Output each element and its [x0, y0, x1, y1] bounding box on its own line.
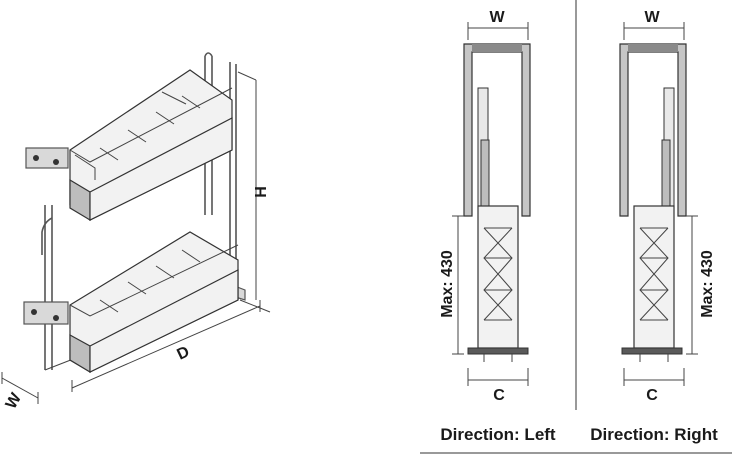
left-width-label: W [489, 9, 505, 26]
left-c-label: C [493, 387, 505, 404]
bottom-basket-side-panel [89, 269, 239, 373]
top-basket-mount-bracket [25, 147, 69, 169]
right-basket-shelves [640, 227, 668, 321]
left-max-dimension [452, 215, 464, 355]
width-label: W [3, 390, 26, 412]
right-base-plate [621, 347, 683, 355]
left-max-label: Max: 430 [439, 250, 456, 318]
bottom-mount-screw [31, 309, 37, 315]
left-basket-shelves [484, 227, 512, 321]
bottom-mount-screw [53, 315, 59, 321]
height-label: H [253, 186, 270, 198]
right-width-dimension [623, 22, 685, 40]
right-c-dimension [623, 368, 685, 386]
left-basket-wires [483, 227, 513, 321]
left-runner-inner [480, 139, 490, 211]
height-dimension-line [237, 71, 271, 313]
depth-label: D [175, 343, 193, 363]
right-c-label: C [646, 387, 658, 404]
left-c-dimension [467, 368, 529, 386]
left-cabinet-top [472, 44, 522, 52]
right-width-label: W [644, 9, 660, 26]
left-cabinet-frame [463, 43, 531, 217]
right-max-dimension [686, 215, 698, 355]
left-width-dimension [467, 22, 529, 40]
right-max-label: Max: 430 [699, 250, 716, 318]
right-basket-wires [639, 227, 669, 321]
left-direction-caption: Direction: Left [440, 425, 556, 444]
bottom-basket-rim [69, 244, 239, 317]
right-cabinet-top [628, 44, 678, 52]
right-direction-caption: Direction: Right [590, 425, 718, 444]
front-frame-rod [44, 205, 53, 370]
top-basket-dividers [99, 95, 201, 161]
bottom-basket-mount-bracket [23, 301, 69, 325]
top-basket-rim [69, 87, 233, 163]
front-view-right: W Max: 430 C Direction: Right [590, 9, 718, 444]
left-pullout-basket [477, 205, 519, 349]
width-dimension-line [1, 372, 39, 404]
top-mount-screw [53, 159, 59, 165]
top-basket-rails [74, 91, 187, 180]
depth-dimension-line [71, 300, 261, 392]
isometric-pullout-unit: H D W [1, 52, 271, 412]
left-base-feet [483, 354, 513, 362]
right-runner-inner [661, 139, 671, 211]
top-basket [25, 69, 233, 222]
bottom-basket-dividers [99, 249, 201, 313]
top-mount-screw [33, 155, 39, 161]
right-base-feet [639, 354, 669, 362]
front-view-left: W Max: 430 C Direction: Left [439, 9, 556, 444]
bottom-basket [23, 231, 239, 374]
right-cabinet-frame [619, 43, 687, 217]
right-pullout-basket [633, 205, 675, 349]
top-basket-side-panel [89, 117, 233, 221]
frame-hook [41, 217, 53, 255]
left-base-plate [467, 347, 529, 355]
